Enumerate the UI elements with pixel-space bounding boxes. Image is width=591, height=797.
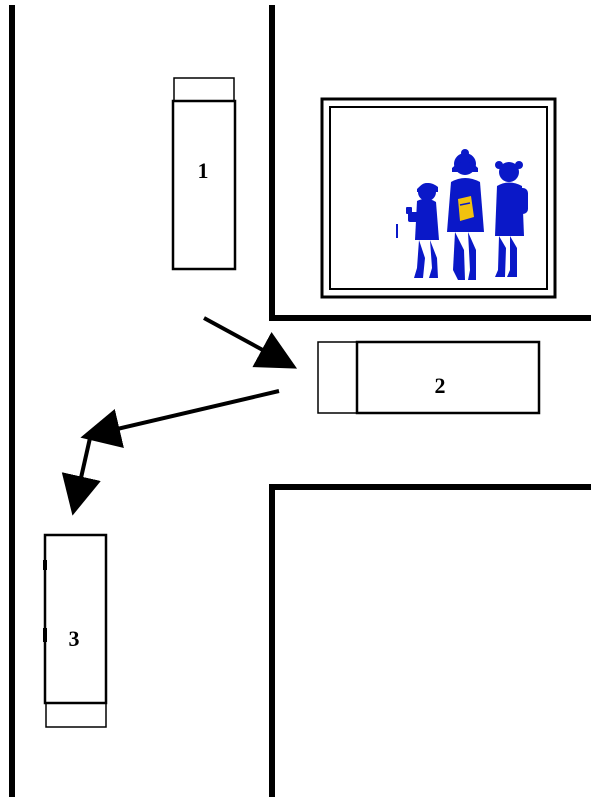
desk-2: 2 <box>317 340 541 415</box>
desk-2-label: 2 <box>435 373 446 398</box>
arrow-1-to-2 <box>203 316 298 369</box>
walls <box>9 5 591 797</box>
desk-3-label: 3 <box>69 626 80 651</box>
desk-3: 3 <box>43 533 108 728</box>
small-child-figure <box>406 182 439 278</box>
route-arrows <box>61 316 298 516</box>
book-icon <box>458 196 474 221</box>
desk-3-table <box>43 533 108 705</box>
binocular-strap <box>396 224 398 238</box>
desk-1-table <box>171 99 237 271</box>
desk-3-hinge-bottom <box>43 628 47 642</box>
framed-picture <box>320 97 557 299</box>
girl-child-figure <box>495 161 528 277</box>
desk-1-label: 1 <box>198 158 209 183</box>
arrow-2-to-turn <box>80 389 280 448</box>
desk-2-chair <box>317 341 359 414</box>
desk-1-chair <box>173 77 235 103</box>
desk-1: 1 <box>171 77 237 271</box>
desk-2-table <box>355 340 541 415</box>
desk-3-hinge-top <box>43 560 47 570</box>
book-binding <box>459 202 471 206</box>
arrow-turn-to-3 <box>61 437 101 516</box>
desk-3-chair <box>45 702 107 728</box>
